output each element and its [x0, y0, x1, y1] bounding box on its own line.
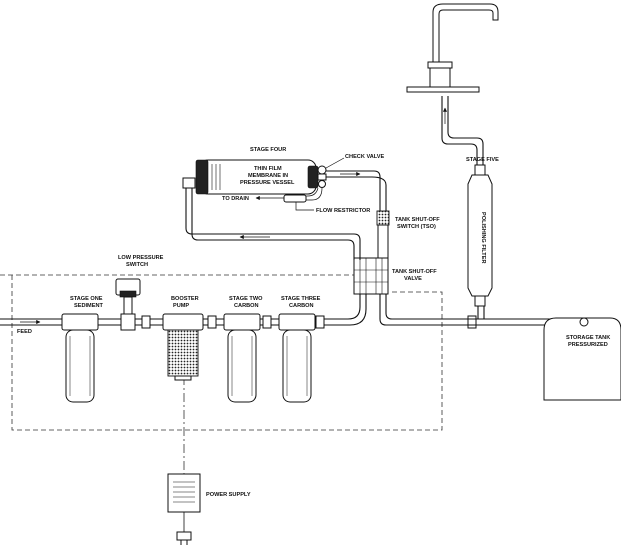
tso-switch-label-2: SWITCH (TSO): [397, 224, 436, 230]
tank-shutoff-valve-label-2: VALVE: [404, 276, 422, 282]
membrane-label-1: THIN FILM: [254, 166, 282, 172]
stage-one-sediment-filter: [61, 313, 99, 403]
stage-two-label-1: STAGE TWO: [229, 296, 263, 302]
polishing-filter-label: POLISHING FILTER: [480, 212, 486, 263]
booster-pump-label-1: BOOSTER: [171, 296, 199, 302]
flow-restrictor-label: FLOW RESTRICTOR: [316, 208, 370, 214]
polishing-filter: [467, 164, 493, 307]
stage-four-label: STAGE FOUR: [250, 147, 286, 153]
stage-one-label-1: STAGE ONE: [70, 296, 103, 302]
tank-shutoff-valve-label-1: TANK SHUT-OFF: [392, 269, 437, 275]
membrane-feed-pipe: [185, 184, 361, 260]
low-pressure-switch-label-2: SWITCH: [126, 262, 148, 268]
booster-pump: [162, 313, 204, 381]
pipe-fittings: [141, 315, 477, 329]
power-supply: [167, 473, 201, 545]
stage-two-label-2: CARBON: [234, 303, 259, 309]
stage-two-carbon-filter: [223, 313, 261, 403]
stage-three-label-2: CARBON: [289, 303, 314, 309]
enclosure-outline: [0, 274, 443, 431]
tank-shutoff-valve: [353, 257, 389, 295]
faucet: [406, 3, 499, 93]
membrane-label-3: PRESSURE VESSEL: [240, 180, 295, 186]
booster-pump-label-2: PUMP: [173, 303, 189, 309]
storage-tank-label-1: STORAGE TANK: [566, 335, 610, 341]
check-valve-leader: [325, 157, 345, 169]
low-pressure-switch-label-1: LOW PRESSURE: [118, 255, 164, 261]
drain-line: [255, 187, 323, 211]
stage-three-carbon-filter: [278, 313, 316, 403]
membrane-vessel: [182, 159, 319, 195]
faucet-pipe: [441, 96, 484, 165]
check-valve: [317, 165, 327, 188]
tso-switch-label-1: TANK SHUT-OFF: [395, 217, 440, 223]
permeate-pipe: [326, 170, 387, 211]
feed-label: FEED: [17, 329, 32, 335]
feed-pipe: [0, 270, 367, 326]
membrane-label-2: MEMBRANE IN: [248, 173, 288, 179]
tso-switch: [376, 210, 390, 259]
storage-tank: [543, 317, 621, 401]
check-valve-label: CHECK VALVE: [345, 154, 385, 160]
to-drain-label: TO DRAIN: [222, 196, 249, 202]
power-supply-label: POWER SUPPLY: [206, 492, 251, 498]
storage-tank-label-2: PRESSURIZED: [568, 342, 608, 348]
stage-three-label-1: STAGE THREE: [281, 296, 321, 302]
low-pressure-switch: [115, 278, 141, 331]
stage-one-label-2: SEDIMENT: [74, 303, 103, 309]
